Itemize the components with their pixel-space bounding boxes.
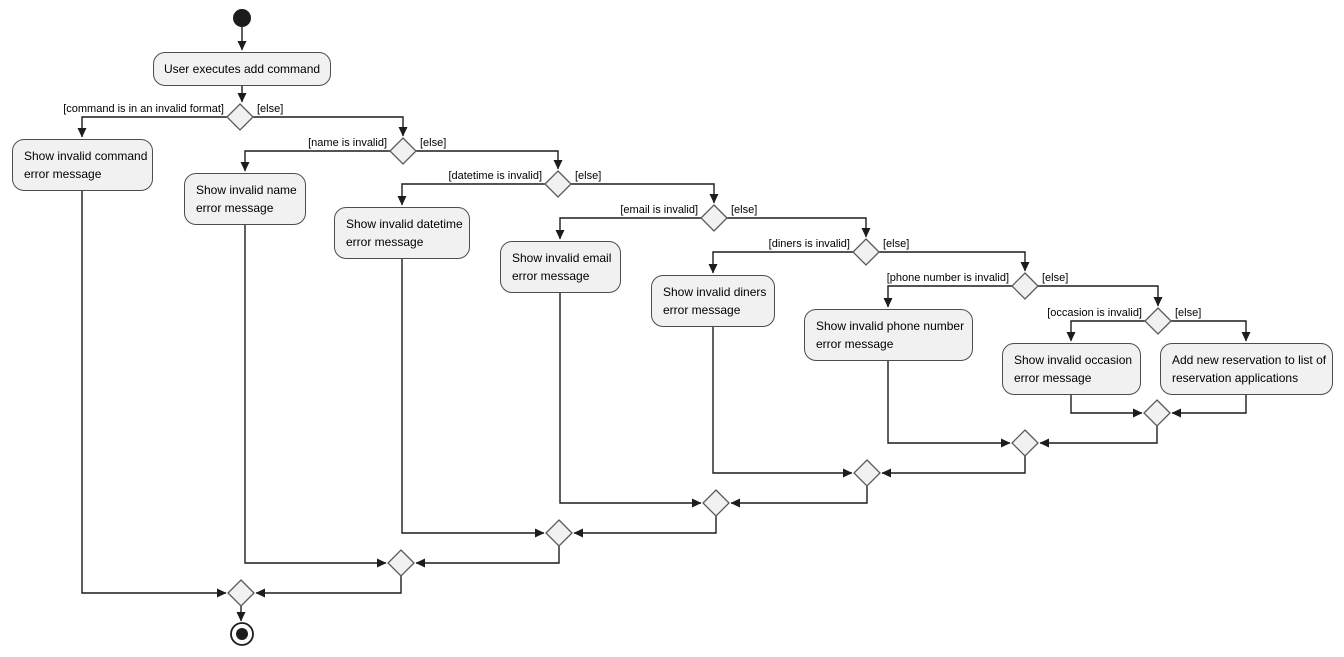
- edge-occasion-box-to-merge7: [1070, 395, 1143, 418]
- activity-label-line: Show invalid datetime: [346, 217, 463, 231]
- activity-show-invalid-datetime-error: Show invalid datetime error message: [334, 207, 470, 259]
- activity-show-invalid-command-error: Show invalid command error message: [12, 139, 153, 191]
- guard-command-invalid: [command is in an invalid format]: [63, 103, 224, 115]
- edge-phone-else: [1038, 285, 1163, 307]
- activity-show-invalid-phone-error: Show invalid phone number error message: [804, 309, 973, 361]
- edge-command-invalid: [77, 116, 227, 138]
- guard-email-invalid: [email is invalid]: [620, 204, 698, 216]
- edge-datetime-invalid: [397, 183, 545, 206]
- guard-occasion-invalid: [occasion is invalid]: [1047, 307, 1142, 319]
- decision-name-diamond: [389, 137, 417, 165]
- merge-occasion-diamond: [1143, 399, 1171, 427]
- merge-datetime-diamond: [545, 519, 573, 547]
- activity-label-line: Show invalid diners: [663, 285, 767, 299]
- activity-show-invalid-occasion-error: Show invalid occasion error message: [1002, 343, 1141, 395]
- merge-phone-diamond: [1011, 429, 1039, 457]
- decision-phone-diamond: [1011, 272, 1039, 300]
- edge-name-box-to-merge2: [244, 225, 387, 568]
- guard-diners-else: [else]: [883, 238, 910, 250]
- decision-command-diamond: [226, 103, 254, 131]
- edge-phone-box-to-merge6: [887, 361, 1011, 448]
- guard-diners-invalid: [diners is invalid]: [768, 238, 850, 250]
- merge-email-diamond: [702, 489, 730, 517]
- merge-name-diamond: [387, 549, 415, 577]
- end-node: [236, 628, 248, 640]
- activity-label-line: Show invalid occasion: [1014, 353, 1133, 367]
- decision-datetime-diamond: [544, 170, 572, 198]
- guard-phone-invalid: [phone number is invalid]: [886, 272, 1009, 284]
- guard-datetime-else: [else]: [575, 170, 602, 182]
- decision-diners-diamond: [852, 238, 880, 266]
- activity-show-invalid-email-error: Show invalid email error message: [500, 241, 621, 293]
- edge-merge3-to-merge2: [415, 546, 560, 568]
- edge-email-else: [727, 217, 871, 238]
- edge-diners-invalid: [708, 251, 853, 274]
- edge-phone-invalid: [883, 285, 1012, 308]
- activity-label-line: error message: [816, 337, 894, 351]
- activity-add-new-reservation: Add new reservation to list of reservati…: [1160, 343, 1333, 395]
- activity-label-line: error message: [24, 167, 102, 181]
- decision-occasion-diamond: [1144, 307, 1172, 335]
- activity-show-invalid-diners-error: Show invalid diners error message: [651, 275, 775, 327]
- edge-occasion-else: [1171, 320, 1251, 342]
- activity-label-line: error message: [346, 235, 424, 249]
- activity-label-line: reservation applications: [1172, 371, 1299, 385]
- activity-show-invalid-name-error: Show invalid name error message: [184, 173, 306, 225]
- activity-label-line: error message: [196, 201, 274, 215]
- merge-diners-diamond: [853, 459, 881, 487]
- decision-email-diamond: [700, 204, 728, 232]
- edge-occasion-invalid: [1066, 320, 1145, 342]
- edge-merge2-to-merge1: [255, 576, 402, 598]
- guard-phone-else: [else]: [1042, 272, 1069, 284]
- merge-command-diamond: [227, 579, 255, 607]
- guard-name-invalid: [name is invalid]: [308, 137, 387, 149]
- guard-command-else: [else]: [257, 103, 284, 115]
- guard-occasion-else: [else]: [1175, 307, 1202, 319]
- edge-email-box-to-merge4: [559, 293, 702, 508]
- activity-label-line: Show invalid phone number: [816, 319, 965, 333]
- edge-datetime-box-to-merge3: [401, 259, 545, 538]
- edge-name-else: [416, 150, 563, 170]
- edge-datetime-else: [571, 183, 719, 204]
- edge-name-invalid: [240, 150, 390, 172]
- edge-command-else: [253, 116, 408, 137]
- start-node: [233, 9, 251, 27]
- edge-merge7-to-merge6: [1039, 426, 1158, 448]
- activity-label-line: Show invalid command: [24, 149, 148, 163]
- activity-label: User executes add command: [163, 62, 321, 76]
- activity-label-line: Add new reservation to list of: [1172, 353, 1327, 367]
- edge-command-box-to-merge1: [81, 191, 227, 598]
- edge-merge4-to-merge3: [573, 516, 717, 538]
- activity-user-executes-add-command: User executes add command: [153, 52, 331, 86]
- guard-name-else: [else]: [420, 137, 447, 149]
- activity-label-line: Show invalid name: [196, 183, 297, 197]
- activity-label-line: error message: [663, 303, 741, 317]
- edge-add-reservation-to-merge7: [1171, 395, 1247, 418]
- edge-diners-box-to-merge5: [712, 327, 853, 478]
- activity-label-line: Show invalid email: [512, 251, 612, 265]
- edge-merge6-to-merge5: [881, 456, 1026, 478]
- edge-diners-else: [879, 251, 1030, 272]
- activity-label-line: error message: [512, 269, 590, 283]
- edge-merge5-to-merge4: [730, 486, 868, 508]
- edge-email-invalid: [555, 217, 701, 240]
- activity-label-line: error message: [1014, 371, 1092, 385]
- guard-email-else: [else]: [731, 204, 758, 216]
- guard-datetime-invalid: [datetime is invalid]: [448, 170, 542, 182]
